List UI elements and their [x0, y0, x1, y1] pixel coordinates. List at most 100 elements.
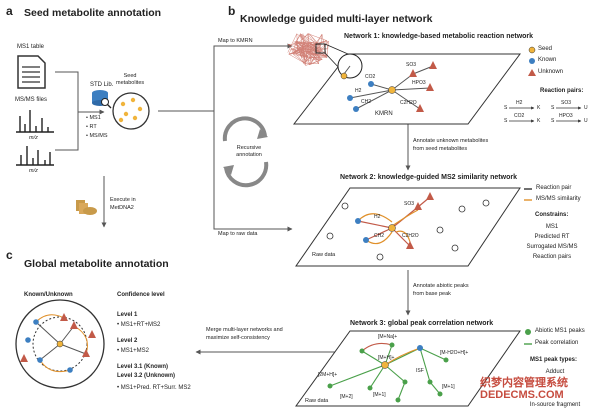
n1-node-c2h2o: C2H2O — [400, 100, 417, 106]
kmrn-edge — [303, 51, 311, 64]
std-bullet-rt: • RT — [86, 124, 97, 130]
pair1-r: K — [537, 105, 541, 111]
map-kmrn-label: Map to KMRN — [218, 38, 253, 44]
kmrn-label: KMRN — [375, 111, 393, 117]
kmrn-edge — [321, 34, 327, 57]
kmrn-edge — [309, 59, 323, 66]
network3-raw-label: Raw data — [305, 398, 329, 404]
pair3-r: K — [537, 118, 541, 124]
n2-node-so3: SO3 — [404, 201, 415, 207]
n1-node-co2: CO2 — [365, 74, 376, 80]
kmrn-edge — [303, 44, 306, 64]
mz-label-2: m/z — [29, 168, 38, 174]
reaction-pair-arrows — [509, 106, 582, 123]
document-icon — [17, 55, 46, 89]
level31-name: Level 3.1 (Known) — [117, 364, 169, 370]
kmrn-edge — [287, 33, 298, 53]
kmrn-edge — [301, 49, 320, 62]
kmrn-hairball — [287, 33, 329, 66]
kmrn-edge — [293, 54, 323, 60]
network3-title: Network 3: global peak correlation netwo… — [350, 320, 494, 327]
kmrn-edge — [292, 52, 308, 57]
level3-desc: • MS1+Pred. RT+Surr. MS2 — [117, 385, 191, 391]
kmrn-edge — [288, 47, 303, 55]
panel-b-arrows — [158, 43, 411, 355]
legend-seed: Seed — [538, 46, 553, 52]
input-arrows — [55, 71, 105, 151]
kmrn-edge — [288, 48, 292, 55]
recursive-cycle-icon — [222, 116, 269, 188]
std-bullet-msms: • MS/MS — [86, 133, 108, 139]
kmrn-edge — [297, 50, 327, 57]
pair2-r: U — [584, 105, 588, 111]
level2-name: Level 2 — [117, 338, 138, 344]
kmrn-edge — [290, 48, 294, 53]
global-annotation-circle — [15, 299, 105, 389]
legend-known: Known — [538, 57, 557, 63]
level32-name: Level 3.2 (Unknown) — [117, 373, 176, 379]
network3-legend-marks — [524, 329, 532, 345]
panel-a-letter: a — [6, 4, 13, 18]
kmrn-edge — [300, 34, 303, 40]
network1-edges — [343, 65, 434, 110]
kmrn-edge — [293, 51, 328, 57]
kmrn-edge — [300, 33, 321, 46]
mz-label-1: m/z — [29, 135, 38, 141]
network2-legend-marks — [524, 188, 532, 201]
panel-a-title: Seed metabolite annotation — [24, 7, 162, 19]
ms1-peak-types-title: MS1 peak types: — [530, 357, 578, 363]
map-raw-label: Map to raw data — [218, 231, 258, 237]
legend-reaction-pair: Reaction pair — [536, 185, 572, 191]
kmrn-edge — [288, 53, 306, 64]
kmrn-edge — [293, 41, 296, 44]
kmrn-edge — [308, 33, 318, 43]
panel-c-letter: c — [6, 248, 13, 262]
ms1-table-label: MS1 table — [17, 44, 45, 50]
pair3-l: S — [504, 118, 508, 124]
kmrn-edge — [293, 40, 327, 54]
n3-node-mh: [M+H]+ — [378, 355, 395, 361]
pair4-l: S — [551, 118, 555, 124]
constraints-title: Constrains: — [535, 212, 569, 218]
seed-metabolites-label: Seed metabolites — [116, 73, 145, 86]
kmrn-edge — [302, 39, 322, 52]
msms-spectrum-1 — [16, 110, 54, 133]
reaction-pairs-title: Reaction pairs: — [540, 88, 584, 94]
level1-name: Level 1 — [117, 312, 138, 318]
kmrn-zoom-box — [315, 43, 326, 54]
legend-unknown: Unknown — [538, 69, 564, 75]
step1-label: Annotate unknown metabolites from seed m… — [413, 138, 489, 152]
msms-files-label: MS/MS files — [15, 97, 48, 103]
pair2-l: S — [551, 105, 555, 111]
constraint-surrogated-msms: Surrogated MS/MS — [526, 244, 578, 250]
legend-abiotic: Abiotic MS1 peaks — [535, 328, 585, 334]
peak-type-isf: In-source fragment — [529, 402, 581, 408]
kmrn-edge — [293, 47, 298, 53]
merge-label: Merge multi-layer networks and maximize … — [206, 327, 283, 341]
std-lib-label: STD Lib. — [90, 82, 114, 88]
peak-type-adduct: Adduct — [545, 369, 565, 375]
network3-nodes — [327, 342, 449, 403]
execute-label: Execute in MetDNA2 — [110, 197, 136, 211]
network1-legend-marks — [528, 46, 536, 76]
pair1-l: S — [504, 105, 508, 111]
n1-node-so3: SO3 — [406, 62, 417, 68]
network2-raw-label: Raw data — [312, 252, 336, 258]
pair4-op: HPO3 — [559, 113, 573, 119]
panel-b-title: Knowledge guided multi-layer network — [240, 13, 433, 25]
n3-node-m1b: [M+1] — [442, 384, 455, 390]
pair4-r: U — [584, 118, 588, 124]
n3-node-mh2oh: [M-H2O+H]+ — [440, 350, 469, 356]
metdna2-icon — [76, 200, 97, 215]
recursive-label: Recursive annotation — [236, 145, 262, 158]
network3-plane — [295, 330, 521, 407]
network1-title: Network 1: knowledge-based metabolic rea… — [344, 33, 534, 40]
kmrn-edge — [295, 41, 317, 50]
n2-node-c2h2o: C2H2O — [402, 233, 419, 239]
constraint-reaction-pairs: Reaction pairs — [532, 254, 572, 260]
kmrn-edge — [302, 33, 304, 64]
network1-nodes — [340, 61, 437, 112]
constraint-predicted-rt: Predicted RT — [534, 234, 570, 240]
level2-desc: • MS1+MS2 — [117, 348, 149, 354]
